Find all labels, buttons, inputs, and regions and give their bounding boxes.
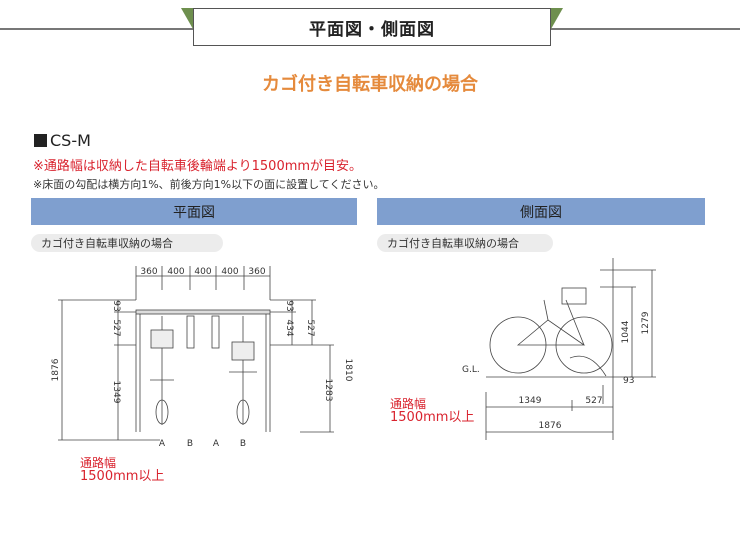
banner-ribbon-left — [181, 8, 193, 29]
plan-dim-400-3: 400 — [221, 267, 238, 277]
plan-aisle-line-2: 1500mm以上 — [80, 469, 165, 484]
plan-dim-1349: 1349 — [111, 381, 121, 404]
section-subtitle: カゴ付き自転車収納の場合 — [262, 74, 478, 95]
slot-label-b1: B — [187, 439, 193, 449]
model-name: CS-M — [34, 131, 91, 150]
ground-level-label: G.L. — [462, 365, 480, 375]
side-caption: カゴ付き自転車収納の場合 — [377, 234, 553, 252]
side-dim-527: 527 — [585, 396, 602, 406]
side-view — [485, 258, 656, 440]
side-dim-1349: 1349 — [519, 396, 542, 406]
side-aisle-line-1: 通路幅 — [390, 397, 427, 411]
side-dim-93: 93 — [623, 376, 634, 386]
plan-caption: カゴ付き自転車収納の場合 — [31, 234, 223, 252]
plan-dim-400-1: 400 — [167, 267, 184, 277]
plan-dim-434: 434 — [284, 319, 294, 336]
plan-dim-93-left: 93 — [111, 300, 121, 311]
aisle-note: ※通路幅は収納した自転車後輪端より1500mmが目安。 — [33, 159, 363, 174]
side-dim-1876: 1876 — [539, 421, 562, 431]
side-aisle-line-2: 1500mm以上 — [390, 410, 475, 425]
plan-dim-1810: 1810 — [343, 359, 353, 382]
plan-dim-93-right: 93 — [284, 300, 294, 311]
plan-aisle-label: 通路幅 1500mm以上 — [80, 456, 164, 484]
plan-dim-360-right: 360 — [248, 267, 265, 277]
square-bullet-icon — [34, 134, 47, 147]
plan-aisle-line-1: 通路幅 — [80, 456, 117, 470]
slot-label-a2: A — [213, 439, 220, 449]
slope-note: ※床面の勾配は横方向1%、前後方向1%以下の面に設置してください。 — [33, 178, 385, 191]
plan-view — [58, 266, 334, 441]
slot-label-b2: B — [240, 439, 246, 449]
plan-dim-1283: 1283 — [323, 379, 333, 402]
plan-heading: 平面図 — [31, 198, 357, 225]
banner-ribbon-right — [551, 8, 563, 29]
side-heading: 側面図 — [377, 198, 705, 225]
page-title: 平面図・側面図 — [193, 8, 551, 46]
model-label: CS-M — [50, 131, 91, 150]
side-aisle-label: 通路幅 1500mm以上 — [390, 397, 474, 425]
plan-dim-527-right: 527 — [305, 319, 315, 336]
side-dim-1044: 1044 — [621, 320, 631, 343]
plan-dim-400-2: 400 — [194, 267, 211, 277]
side-dim-1279: 1279 — [641, 311, 651, 334]
plan-dim-527-left: 527 — [111, 319, 121, 336]
plan-dim-1876: 1876 — [51, 358, 61, 381]
plan-dim-360-left: 360 — [140, 267, 157, 277]
slot-label-a1: A — [159, 439, 166, 449]
